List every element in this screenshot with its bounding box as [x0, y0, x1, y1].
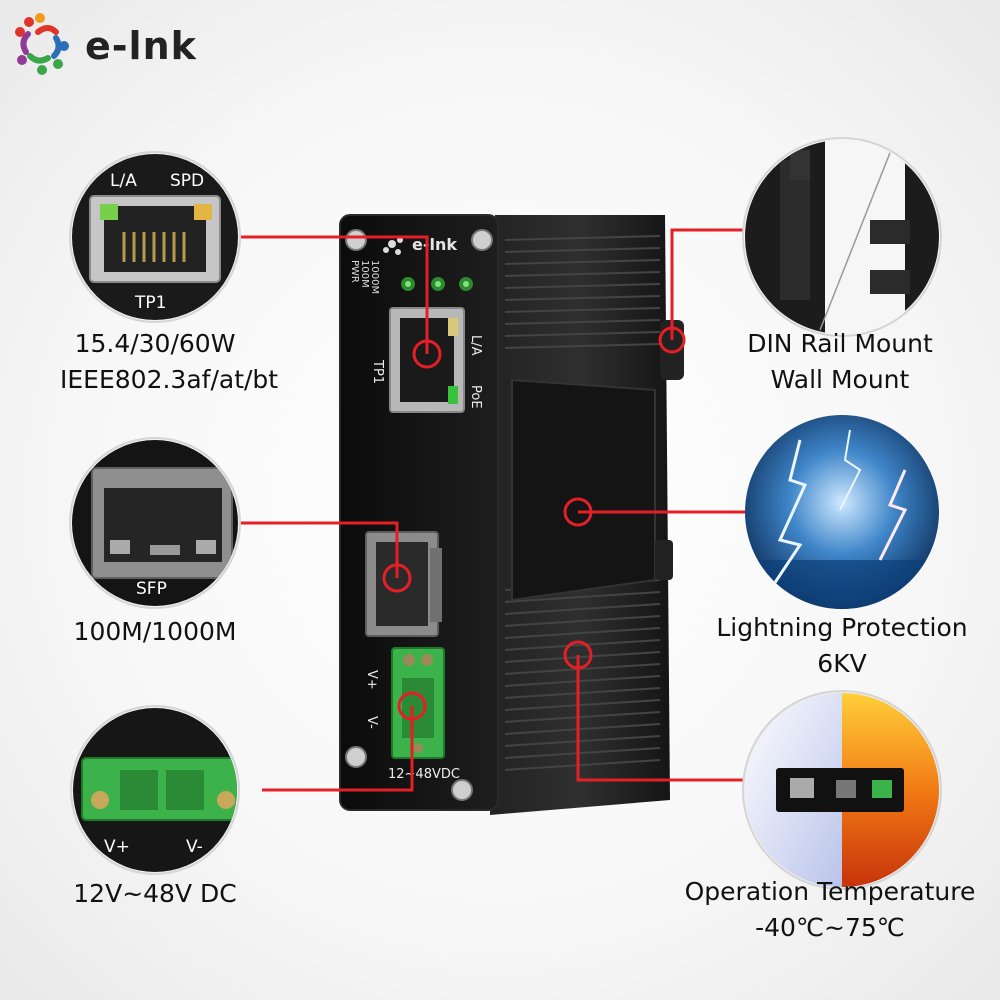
sfp-speed-text: 100M/1000M	[73, 617, 237, 646]
status-leds	[401, 277, 473, 291]
temperature-range-text: -40℃~75℃	[755, 913, 905, 942]
sfp-caption: 100M/1000M	[60, 614, 250, 650]
power-caption: 12V~48V DC	[60, 876, 250, 912]
rj45-port	[389, 307, 465, 413]
sfp-inset: SFP	[69, 437, 241, 609]
device-logo-text: e-lnk	[412, 235, 457, 254]
temperature-caption: Operation Temperature -40℃~75℃	[670, 874, 990, 946]
lightning-inset	[745, 415, 939, 609]
spd-inset-label: SPD	[170, 171, 204, 191]
screw-icon	[345, 229, 493, 801]
power-terminal	[391, 647, 445, 759]
sfp-cage	[365, 531, 442, 637]
power-voltage-text: 12V~48V DC	[73, 879, 237, 908]
din-rail-text: DIN Rail Mount	[747, 329, 933, 358]
power-inset: V+ V-	[70, 705, 240, 875]
wall-mount-text: Wall Mount	[770, 365, 910, 394]
tp1-label: TP1	[370, 359, 385, 384]
la-label: L/A	[468, 335, 483, 356]
callout-connectors	[232, 228, 745, 792]
poe-media-converter: e-lnk 1000M 100M PWR TP1 L/A PoE	[339, 214, 684, 815]
vplus-label: V+	[364, 670, 379, 690]
temperature-inset	[742, 690, 942, 890]
sfp-inset-label: SFP	[136, 579, 167, 599]
vminus-inset-label: V-	[186, 837, 203, 857]
lightning-kv-text: 6KV	[817, 649, 867, 678]
vplus-inset-label: V+	[104, 837, 130, 857]
mount-inset	[742, 137, 942, 337]
led-labels: 1000M 100M PWR	[349, 260, 380, 294]
mount-caption: DIN Rail Mount Wall Mount	[720, 326, 960, 398]
rj45-caption: 15.4/30/60W IEEE802.3af/at/bt	[60, 326, 279, 398]
lightning-caption: Lightning Protection 6KV	[700, 610, 984, 682]
rj45-standard-text: IEEE802.3af/at/bt	[60, 365, 279, 394]
svg-text:1000M: 1000M	[369, 260, 380, 294]
svg-text:PWR: PWR	[349, 260, 360, 283]
temperature-title-text: Operation Temperature	[684, 877, 976, 906]
vminus-label: V-	[364, 716, 379, 729]
svg-text:100M: 100M	[359, 260, 370, 288]
poe-label: PoE	[468, 385, 483, 409]
lightning-text: Lightning Protection	[716, 613, 968, 642]
brand-name: e-lnk	[85, 24, 197, 68]
voltage-label: 12~48VDC	[388, 767, 460, 782]
rj45-inset: L/A SPD TP1	[69, 151, 241, 323]
la-inset-label: L/A	[110, 171, 137, 191]
brand-logo-icon	[15, 13, 69, 75]
tp1-inset-label: TP1	[134, 293, 166, 313]
rj45-power-text: 15.4/30/60W	[74, 329, 236, 358]
